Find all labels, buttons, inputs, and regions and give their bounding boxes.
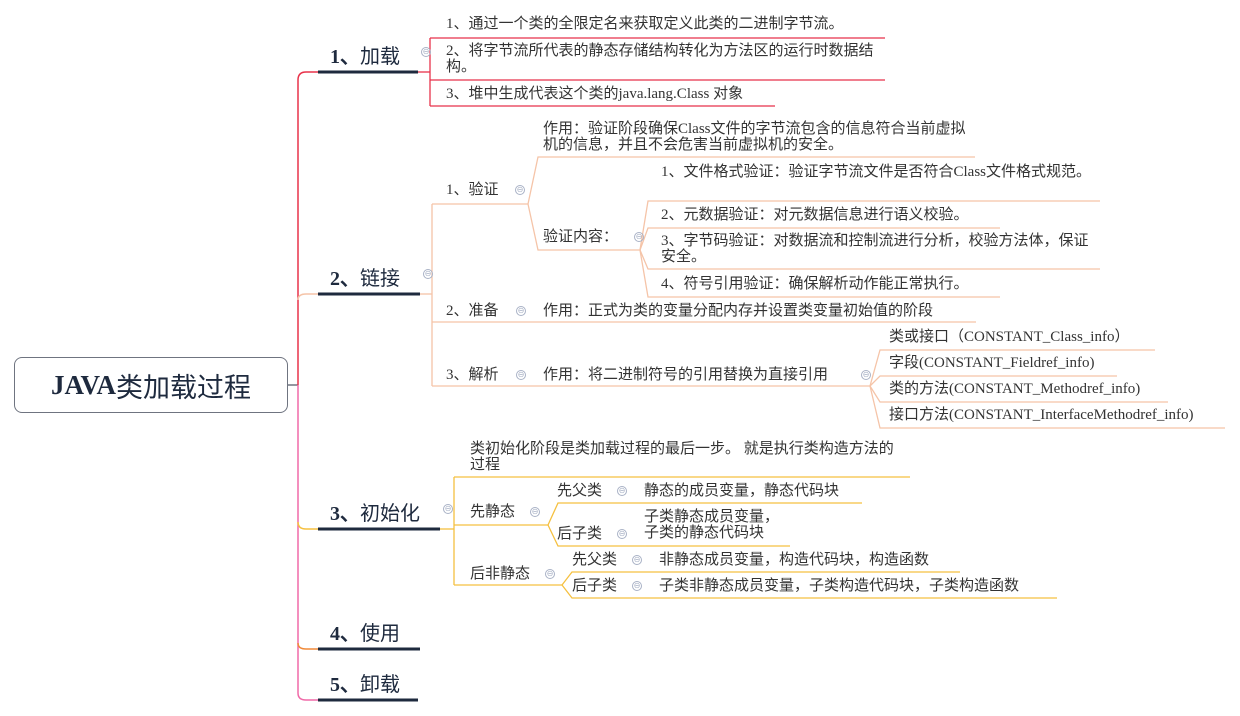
topic-link[interactable]: 2、链接 [330, 262, 400, 291]
load-item-2[interactable]: 2、将字节流所代表的静态存储结构转化为方法区的运行时数据结构。 [446, 43, 874, 75]
topic-num: 2、 [330, 268, 360, 290]
verify-purpose[interactable]: 作用：验证阶段确保Class文件的字节流包含的信息符合当前虚拟机的信息，并且不会… [543, 121, 966, 153]
collapse-icon[interactable]: ⊖ [617, 529, 627, 539]
topic-num: 1、 [330, 46, 360, 68]
verify-content-1[interactable]: 1、文件格式验证：验证字节流文件是否符合Class文件格式规范。 [661, 164, 1092, 180]
nonstatic-label[interactable]: 后非静态 [470, 566, 531, 582]
resolve-purpose[interactable]: 作用：将二进制符号的引用替换为直接引用 [543, 367, 829, 383]
collapse-icon[interactable]: ⊖ [421, 47, 431, 57]
prepare-label[interactable]: 2、准备 [446, 303, 499, 319]
verify-content-2[interactable]: 2、元数据验证：对元数据信息进行语义校验。 [661, 207, 969, 223]
collapse-icon[interactable]: ⊖ [515, 185, 525, 195]
verify-content-3[interactable]: 3、字节码验证：对数据流和控制流进行分析，校验方法体，保证安全。 [661, 233, 1089, 265]
static-parent-label[interactable]: 先父类 [557, 483, 603, 499]
collapse-icon[interactable]: ⊖ [530, 507, 540, 517]
resolve-ref-3[interactable]: 类的方法(CONSTANT_Methodref_info) [889, 381, 1141, 397]
topic-label: 链接 [360, 268, 400, 290]
resolve-ref-1[interactable]: 类或接口（CONSTANT_Class_info） [889, 329, 1130, 345]
topic-label: 初始化 [360, 503, 420, 525]
collapse-icon[interactable]: ⊖ [516, 306, 526, 316]
verify-content-label[interactable]: 验证内容： [543, 229, 619, 245]
topic-num: 4、 [330, 623, 360, 645]
topic-label: 使用 [360, 623, 400, 645]
topic-load[interactable]: 1、加载 [330, 40, 400, 69]
static-child-label[interactable]: 后子类 [557, 526, 603, 542]
collapse-icon[interactable]: ⊖ [861, 370, 871, 380]
nonstatic-child-desc[interactable]: 子类非静态成员变量，子类构造代码块，子类构造函数 [659, 578, 1020, 594]
init-note[interactable]: 类初始化阶段是类加载过程的最后一步。 就是执行类构造方法的过程 [470, 441, 894, 473]
resolve-label[interactable]: 3、解析 [446, 367, 499, 383]
collapse-icon[interactable]: ⊖ [516, 370, 526, 380]
load-item-3[interactable]: 3、堆中生成代表这个类的java.lang.Class 对象 [446, 86, 744, 102]
collapse-icon[interactable]: ⊖ [545, 569, 555, 579]
prepare-purpose[interactable]: 作用：正式为类的变量分配内存并设置类变量初始值的阶段 [543, 303, 934, 319]
resolve-ref-4[interactable]: 接口方法(CONSTANT_InterfaceMethodref_info) [889, 407, 1194, 423]
nonstatic-parent-desc[interactable]: 非静态成员变量，构造代码块，构造函数 [659, 552, 930, 568]
static-child-desc[interactable]: 子类静态成员变量，子类的静态代码块 [644, 509, 780, 541]
nonstatic-child-label[interactable]: 后子类 [572, 578, 618, 594]
root-title-latin: JAVA [50, 369, 117, 400]
resolve-ref-2[interactable]: 字段(CONSTANT_Fieldref_info) [889, 355, 1095, 371]
topic-label: 卸载 [360, 674, 400, 696]
topic-num: 5、 [330, 674, 360, 696]
topic-num: 3、 [330, 503, 360, 525]
collapse-icon[interactable]: ⊖ [632, 555, 642, 565]
collapse-icon[interactable]: ⊖ [423, 269, 433, 279]
collapse-icon[interactable]: ⊖ [634, 232, 644, 242]
collapse-icon[interactable]: ⊖ [443, 504, 453, 514]
verify-label[interactable]: 1、验证 [446, 182, 499, 198]
collapse-icon[interactable]: ⊖ [617, 486, 627, 496]
static-parent-desc[interactable]: 静态的成员变量，静态代码块 [644, 483, 840, 499]
collapse-icon[interactable]: ⊖ [632, 581, 642, 591]
load-item-1[interactable]: 1、通过一个类的全限定名来获取定义此类的二进制字节流。 [446, 16, 844, 32]
topic-unload[interactable]: 5、卸载 [330, 668, 400, 697]
nonstatic-parent-label[interactable]: 先父类 [572, 552, 618, 568]
topic-init[interactable]: 3、初始化 [330, 497, 420, 526]
root-title-cn: 类加载过程 [116, 372, 252, 403]
topic-label: 加载 [360, 46, 400, 68]
topic-use[interactable]: 4、使用 [330, 617, 400, 646]
static-label[interactable]: 先静态 [470, 504, 516, 520]
verify-content-4[interactable]: 4、符号引用验证：确保解析动作能正常执行。 [661, 276, 969, 292]
